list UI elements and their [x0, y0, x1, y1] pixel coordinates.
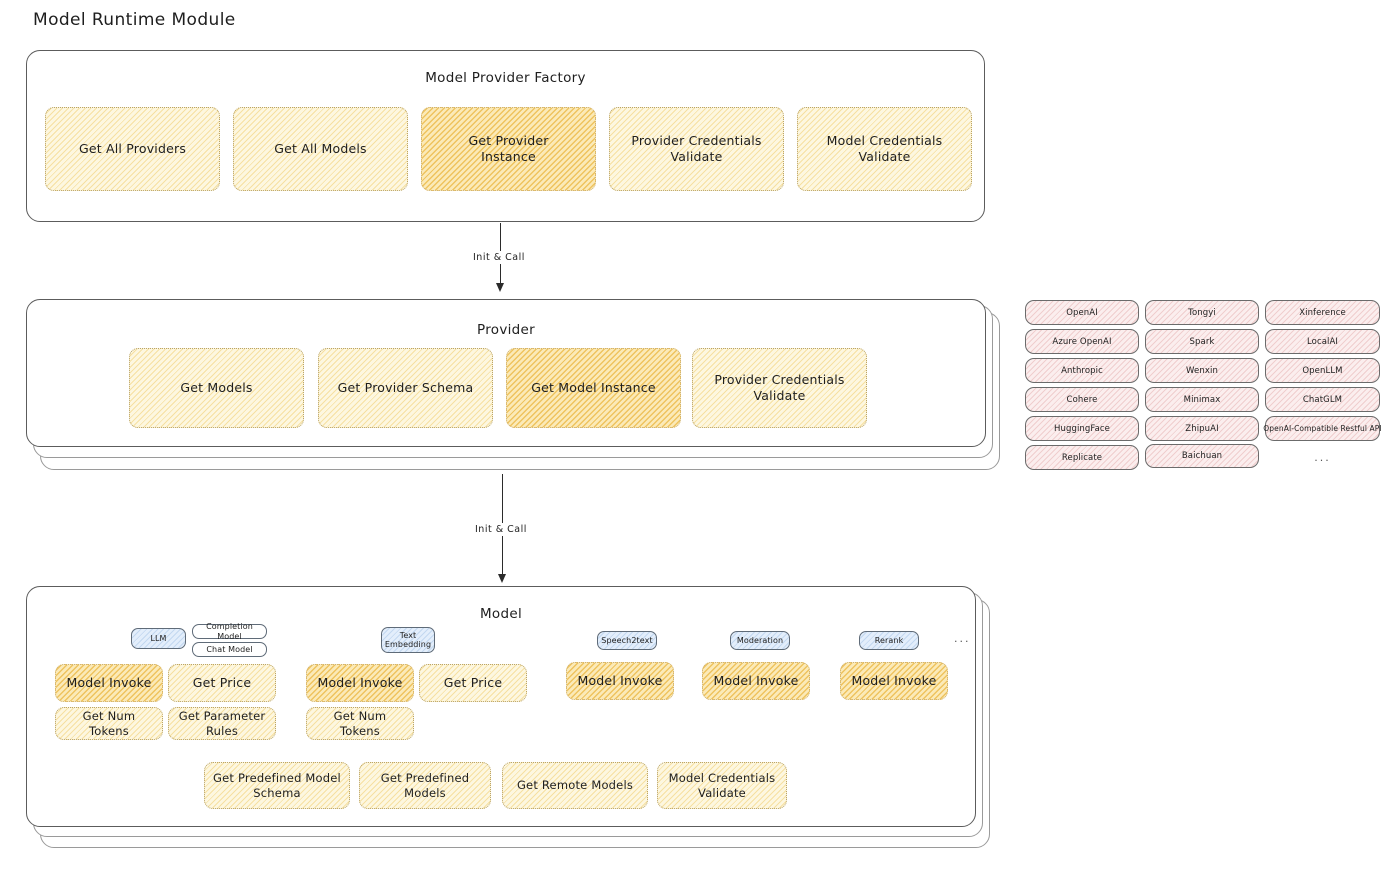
- provider-method-get-provider-schema[interactable]: Get Provider Schema: [318, 348, 493, 428]
- model-provider-factory-title: Model Provider Factory: [425, 70, 586, 86]
- page-title: Model Runtime Module: [33, 10, 236, 30]
- model-shared-model-credentials-validate[interactable]: Model Credentials Validate: [657, 762, 787, 809]
- provider-pill-spark[interactable]: Spark: [1145, 329, 1259, 354]
- provider-pill-azure-openai[interactable]: Azure OpenAI: [1025, 329, 1139, 354]
- provider-list-more: ...: [1314, 450, 1331, 464]
- provider-pill-cohere[interactable]: Cohere: [1025, 387, 1139, 412]
- provider-pill-minimax[interactable]: Minimax: [1145, 387, 1259, 412]
- provider-list: OpenAI Azure OpenAI Anthropic Cohere Hug…: [1025, 299, 1382, 474]
- provider-pill-openai-compatible-restful-api[interactable]: OpenAI-Compatible Restful API: [1263, 416, 1382, 441]
- text-embedding-method-model-invoke[interactable]: Model Invoke: [306, 664, 414, 702]
- text-embedding-method-get-price[interactable]: Get Price: [419, 664, 527, 702]
- arrow-provider-to-model-head: [498, 574, 506, 583]
- provider-pill-anthropic[interactable]: Anthropic: [1025, 358, 1139, 383]
- provider-card: Provider Get Models Get Provider Schema …: [26, 299, 986, 447]
- llm-method-get-num-tokens[interactable]: Get Num Tokens: [55, 707, 163, 740]
- arrow-factory-to-provider-label: Init & Call: [469, 251, 529, 264]
- provider-pill-openllm[interactable]: OpenLLM: [1265, 358, 1380, 383]
- factory-method-get-provider-instance[interactable]: Get Provider Instance: [421, 107, 596, 191]
- model-type-badge-moderation[interactable]: Moderation: [730, 631, 790, 650]
- text-embedding-method-get-num-tokens[interactable]: Get Num Tokens: [306, 707, 414, 740]
- factory-method-provider-credentials-validate[interactable]: Provider Credentials Validate: [609, 107, 784, 191]
- provider-pill-baichuan[interactable]: Baichuan: [1145, 444, 1259, 468]
- llm-method-get-price[interactable]: Get Price: [168, 664, 276, 702]
- provider-method-get-model-instance[interactable]: Get Model Instance: [506, 348, 681, 428]
- factory-method-model-credentials-validate[interactable]: Model Credentials Validate: [797, 107, 972, 191]
- model-card: Model LLM Completion Model Chat Model Mo…: [26, 586, 976, 827]
- provider-method-get-models[interactable]: Get Models: [129, 348, 304, 428]
- speech2text-method-model-invoke[interactable]: Model Invoke: [566, 662, 674, 700]
- model-subtype-badge-chat-model[interactable]: Chat Model: [192, 642, 267, 657]
- model-type-badge-text-embedding[interactable]: Text Embedding: [381, 627, 435, 653]
- model-shared-get-remote-models[interactable]: Get Remote Models: [502, 762, 648, 809]
- provider-pill-huggingface[interactable]: HuggingFace: [1025, 416, 1139, 441]
- provider-method-provider-credentials-validate[interactable]: Provider Credentials Validate: [692, 348, 867, 428]
- model-type-badge-rerank[interactable]: Rerank: [859, 631, 919, 650]
- moderation-method-model-invoke[interactable]: Model Invoke: [702, 662, 810, 700]
- arrow-provider-to-model-label: Init & Call: [471, 523, 531, 536]
- model-provider-factory-card: Model Provider Factory Get All Providers…: [26, 50, 985, 222]
- model-types-more: ...: [954, 632, 971, 645]
- provider-pill-chatglm[interactable]: ChatGLM: [1265, 387, 1380, 412]
- llm-method-model-invoke[interactable]: Model Invoke: [55, 664, 163, 702]
- provider-pill-zhipuai[interactable]: ZhipuAI: [1145, 416, 1259, 441]
- model-type-badge-speech2text[interactable]: Speech2text: [597, 631, 657, 650]
- model-shared-get-predefined-models[interactable]: Get Predefined Models: [359, 762, 491, 809]
- rerank-method-model-invoke[interactable]: Model Invoke: [840, 662, 948, 700]
- model-shared-get-predefined-model-schema[interactable]: Get Predefined Model Schema: [204, 762, 350, 809]
- provider-pill-tongyi[interactable]: Tongyi: [1145, 300, 1259, 325]
- factory-method-get-all-providers[interactable]: Get All Providers: [45, 107, 220, 191]
- provider-pill-localai[interactable]: LocalAI: [1265, 329, 1380, 354]
- provider-pill-xinference[interactable]: Xinference: [1265, 300, 1380, 325]
- llm-method-get-parameter-rules[interactable]: Get Parameter Rules: [168, 707, 276, 740]
- model-type-badge-llm[interactable]: LLM: [131, 628, 186, 649]
- arrow-factory-to-provider-head: [496, 283, 504, 292]
- provider-pill-replicate[interactable]: Replicate: [1025, 445, 1139, 470]
- model-subtype-badge-completion-model[interactable]: Completion Model: [192, 622, 267, 641]
- provider-pill-wenxin[interactable]: Wenxin: [1145, 358, 1259, 383]
- provider-title: Provider: [477, 322, 535, 338]
- provider-pill-openai[interactable]: OpenAI: [1025, 300, 1139, 325]
- factory-method-get-all-models[interactable]: Get All Models: [233, 107, 408, 191]
- model-title: Model: [479, 606, 523, 622]
